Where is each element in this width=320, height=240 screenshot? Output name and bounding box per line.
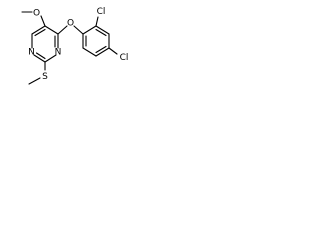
methylthio-group: S	[28, 61, 48, 85]
bond-c4-c5-inner	[95, 45, 107, 54]
bond-c2-n1	[33, 54, 46, 63]
bond-c6-c5	[31, 25, 46, 35]
bond-c1-c2	[82, 25, 97, 35]
bond-c2-cl	[95, 16, 99, 27]
chemical-structure-diagram: O N N S O	[21, 7, 129, 85]
bond-c5-c4	[44, 25, 59, 35]
methoxy-group: O	[21, 9, 46, 27]
bond-o-c1prime	[73, 25, 84, 35]
chlorine-para-label: Cl	[120, 53, 129, 63]
pyrimidine-nitrogen-upper-label: N	[55, 48, 62, 58]
thio-sulfur-label: S	[42, 72, 48, 82]
bond-o-c5	[40, 15, 46, 27]
pyrimidine-nitrogen-lower-label: N	[28, 48, 35, 58]
dichlorophenyl-ring	[82, 25, 110, 57]
bond-c4-o	[57, 25, 68, 35]
bond-n3-c2	[44, 54, 57, 63]
ether-linkage: O	[57, 19, 84, 35]
pyrimidine-ring: N N	[28, 25, 62, 63]
bond-s-methyl	[28, 77, 41, 85]
ether-oxygen-label: O	[67, 19, 74, 29]
chlorine-ortho-label: Cl	[97, 7, 106, 17]
chloro-substituents: Cl Cl	[95, 7, 129, 63]
bond-c2-c3-inner	[95, 28, 107, 37]
bond-c6-c5-inner	[34, 28, 46, 37]
bond-c2-c3	[95, 25, 110, 35]
bond-c5-c6	[82, 47, 97, 57]
bond-c4-c5	[95, 47, 110, 57]
methoxy-oxygen-label: O	[33, 9, 40, 19]
bond-c4-cl	[108, 47, 118, 55]
bond-c2-n1-inner	[35, 52, 46, 60]
